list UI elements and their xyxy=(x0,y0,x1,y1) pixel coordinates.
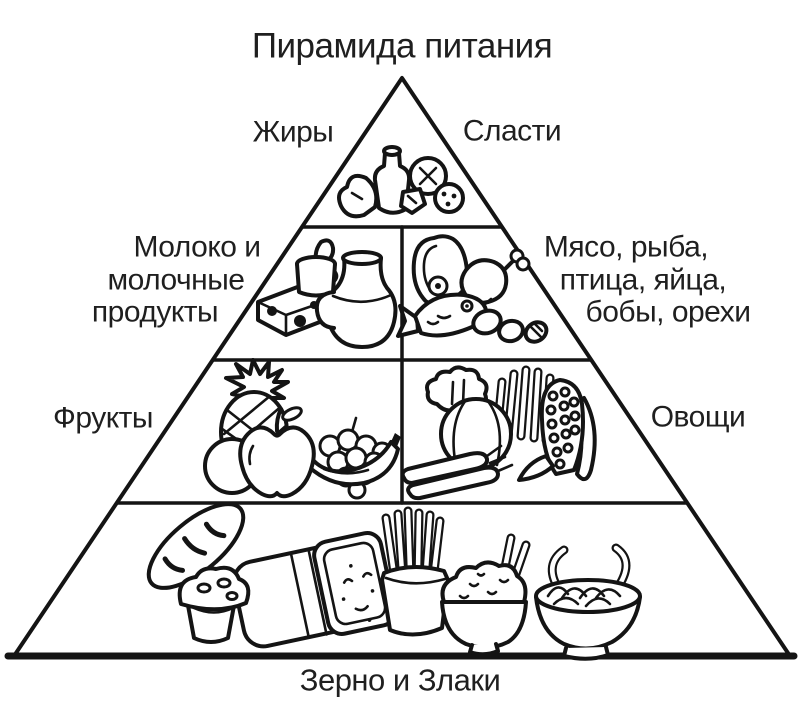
sweets-label: Сласти xyxy=(462,114,562,148)
vegetable-icons xyxy=(400,365,597,501)
fruits-label: Фрукты xyxy=(53,401,153,435)
muffin-icon xyxy=(177,565,251,644)
bread-loaf-icon xyxy=(231,531,398,649)
baguette-icon xyxy=(146,502,246,590)
meat-icons xyxy=(396,234,549,344)
fish-icon xyxy=(396,292,493,338)
rice-bowl-icon xyxy=(440,533,531,657)
dairy-label-line3: продукты xyxy=(91,295,219,329)
meat-label-line3: бобы, орехи xyxy=(585,295,751,329)
yogurt-cup-icon xyxy=(295,238,339,298)
vegetables-label: Овощи xyxy=(650,400,746,434)
apple-icon xyxy=(238,406,316,499)
diagram-title: Пирамида питания xyxy=(251,26,553,66)
corn-icon xyxy=(517,378,597,482)
spaghetti-cup-icon xyxy=(380,506,450,637)
milk-jug-icon xyxy=(314,250,398,349)
grains-label: Зерно и Злаки xyxy=(299,662,501,698)
fats-label: Жиры xyxy=(252,115,334,149)
pyramid-outline xyxy=(4,76,798,660)
butter-icon xyxy=(337,173,379,219)
fats-sweets-icons xyxy=(337,145,465,219)
dairy-icons xyxy=(256,238,398,349)
meat-label-line2: птица, яйца, xyxy=(559,263,727,297)
chocolate-piece-icon xyxy=(399,187,427,215)
ham-steak-icon xyxy=(411,234,470,307)
fruit-icons xyxy=(203,358,401,500)
carrots-icon xyxy=(400,444,514,501)
dairy-label-line2: молочные xyxy=(107,263,245,297)
grain-icons xyxy=(146,502,642,661)
cracker-icon xyxy=(408,156,448,196)
dairy-label-line1: Молоко и xyxy=(133,230,261,264)
chip-cookie-icon xyxy=(433,182,465,214)
meat-label-line1: Мясо, рыба, xyxy=(543,230,709,264)
eggs-icon xyxy=(471,308,525,344)
noodle-bowl-icon xyxy=(534,543,642,661)
nut-icon xyxy=(523,320,549,344)
cheese-icon xyxy=(256,281,340,337)
